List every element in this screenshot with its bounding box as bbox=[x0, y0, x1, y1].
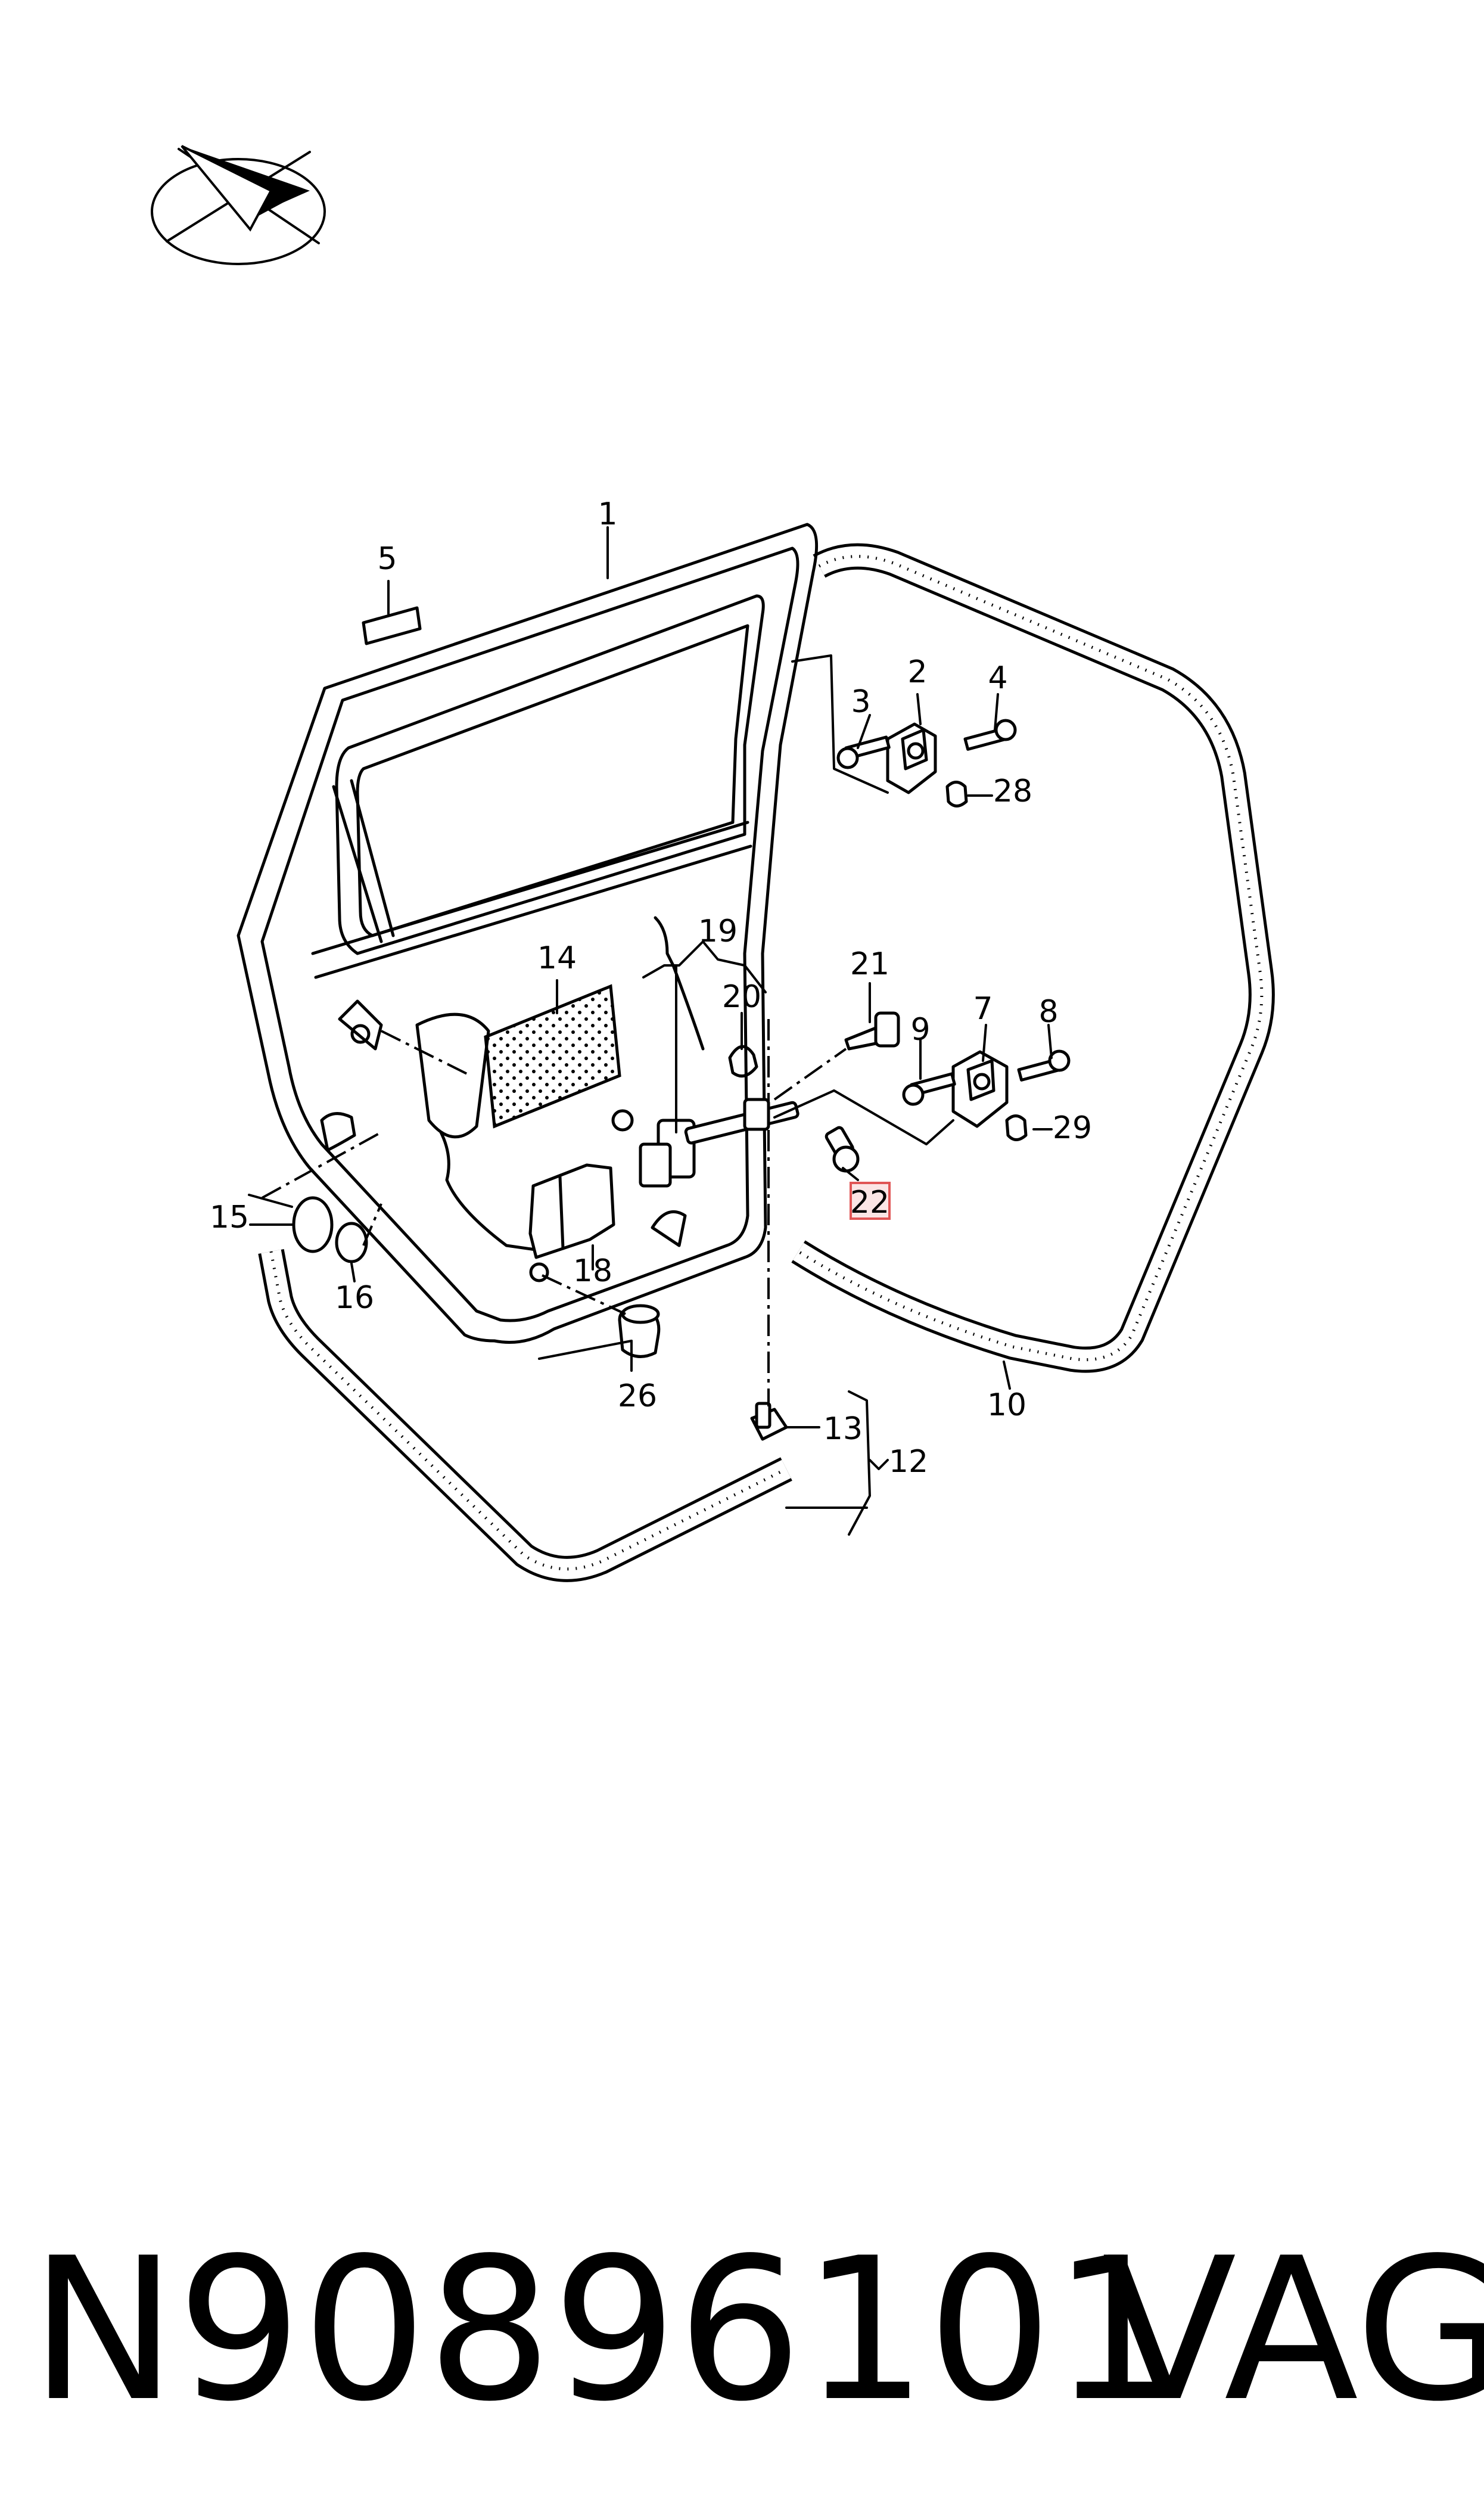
lock-module bbox=[528, 1163, 615, 1259]
lower-hinge bbox=[951, 1050, 1009, 1128]
door-seal-lower bbox=[258, 1248, 792, 1582]
callout-18: 18 bbox=[573, 1253, 612, 1289]
hinge-bolt-8 bbox=[1017, 1049, 1071, 1082]
callout-14: 14 bbox=[537, 940, 577, 976]
callout-16: 16 bbox=[335, 1280, 374, 1316]
part-number: N90896101 bbox=[30, 2216, 1178, 2445]
callout-22: 22 bbox=[850, 1185, 889, 1220]
callout-3: 3 bbox=[851, 684, 870, 720]
callout-21: 21 bbox=[850, 946, 889, 982]
label-pad bbox=[362, 606, 422, 645]
hinge-cap-28 bbox=[945, 781, 968, 807]
callout-19: 19 bbox=[698, 914, 738, 949]
grommet-seal bbox=[728, 1045, 758, 1078]
plug-15 bbox=[292, 1196, 334, 1253]
direction-arrow-icon bbox=[151, 145, 326, 265]
callout-4: 4 bbox=[988, 660, 1007, 696]
callout-26: 26 bbox=[618, 1378, 657, 1414]
clip-13 bbox=[750, 1402, 788, 1441]
door-check-strap bbox=[639, 1098, 799, 1188]
plug-16 bbox=[335, 1222, 368, 1263]
upper-hinge bbox=[886, 722, 937, 794]
insulation-pad bbox=[484, 984, 621, 1129]
callout-28: 28 bbox=[993, 774, 1032, 809]
callout-7: 7 bbox=[973, 991, 993, 1027]
callout-2: 2 bbox=[907, 654, 927, 690]
footer: N90896101 VAG bbox=[0, 2205, 1484, 2455]
leader-lines bbox=[248, 526, 1053, 1536]
callouts: 1 2 3 4 5 7 8 9 10 12 13 14 15 16 18 19 … bbox=[210, 496, 1092, 1480]
door-seal-outer bbox=[791, 543, 1275, 1373]
callout-15: 15 bbox=[210, 1200, 249, 1235]
callout-12: 12 bbox=[889, 1444, 928, 1480]
callout-5: 5 bbox=[377, 541, 397, 577]
callout-10: 10 bbox=[987, 1387, 1026, 1423]
callout-20: 20 bbox=[722, 979, 761, 1015]
callout-29: 29 bbox=[1053, 1110, 1092, 1146]
assembly-lines bbox=[262, 1019, 847, 1406]
callout-1: 1 bbox=[598, 496, 617, 532]
callout-8: 8 bbox=[1038, 994, 1058, 1030]
brand-name: VAG bbox=[1102, 2216, 1484, 2445]
callout-13: 13 bbox=[823, 1411, 863, 1447]
screw-22 bbox=[825, 1126, 860, 1173]
callout-9: 9 bbox=[910, 1012, 930, 1048]
callout-22-highlight bbox=[850, 1182, 891, 1220]
hinge-bolt-4 bbox=[963, 719, 1017, 751]
hinge-bolt-9 bbox=[902, 1072, 956, 1106]
hinge-bolt-3 bbox=[836, 735, 891, 769]
screw-21 bbox=[844, 1011, 900, 1051]
hinge-cap-29 bbox=[1005, 1114, 1028, 1141]
rear-door-shell bbox=[237, 523, 819, 1344]
buffer-26 bbox=[618, 1304, 661, 1358]
